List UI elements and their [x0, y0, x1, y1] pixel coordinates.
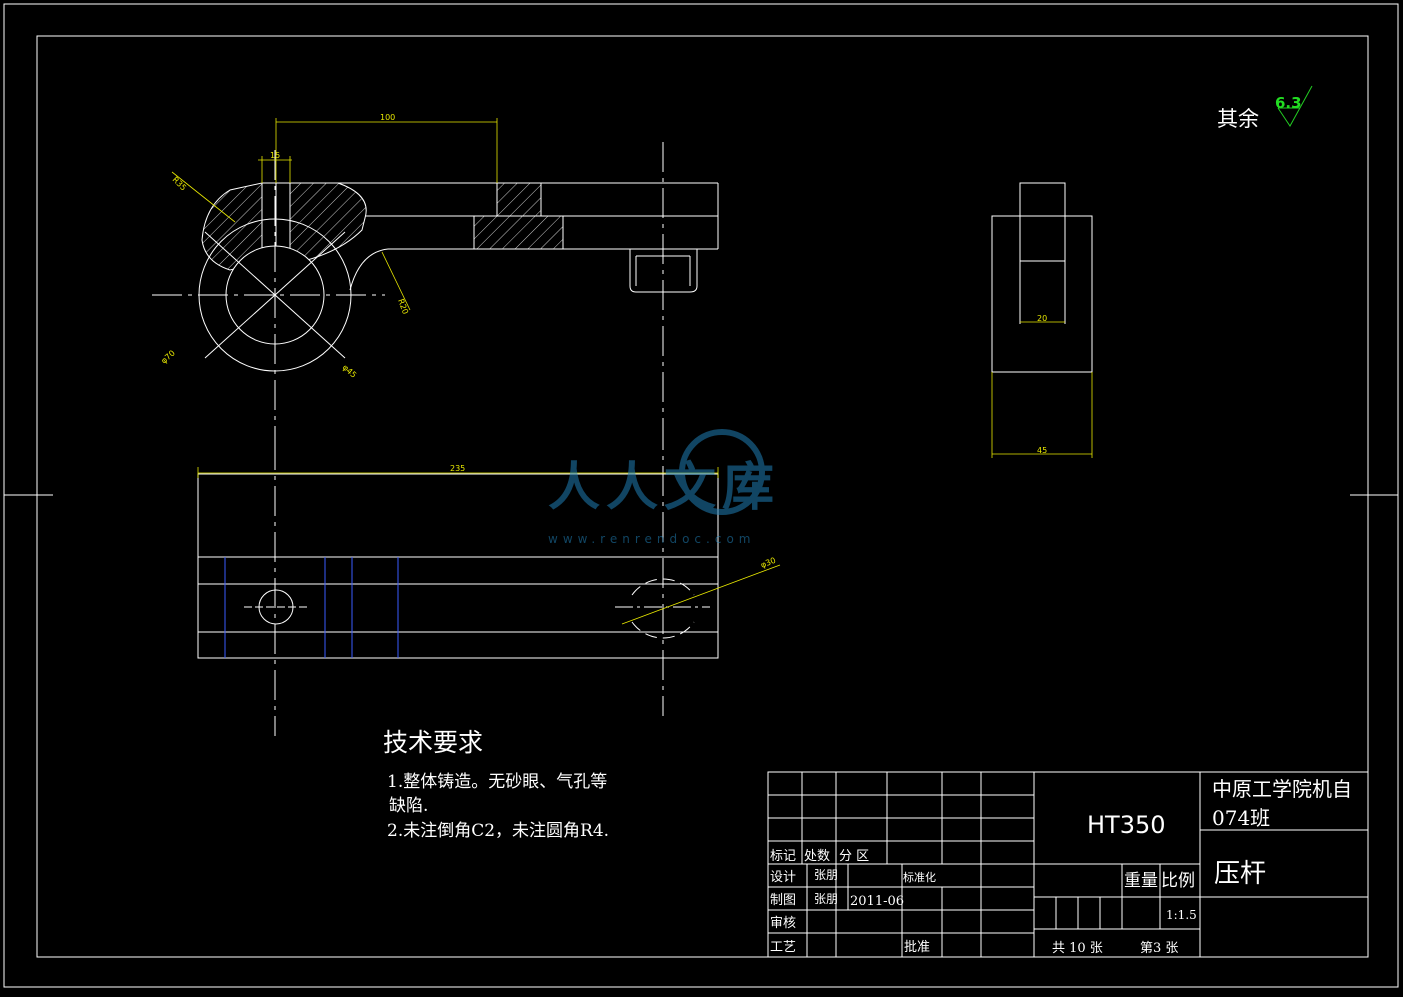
tb-label-scale: 比例	[1161, 871, 1195, 891]
roughness-value: 6.3	[1275, 94, 1302, 112]
tb-label-draw: 制图	[770, 893, 796, 908]
watermark: 人人文库 www.renrendoc.com	[548, 429, 780, 546]
dim-100: 100	[380, 113, 395, 122]
title-block	[767, 771, 1369, 958]
dim-235: 235	[450, 464, 465, 473]
tb-label-approve: 批准	[904, 940, 930, 955]
dim-15: 15	[270, 151, 280, 160]
tb-label-count: 处数	[804, 849, 830, 864]
tb-school: 中原工学院机自	[1212, 777, 1352, 801]
roughness-symbol	[1277, 85, 1313, 127]
dim-phi45: φ45	[341, 363, 359, 380]
roughness-label: 其余	[1217, 107, 1259, 131]
top-view-pin-hole	[258, 589, 294, 625]
tech-req-line1: 1.整体铸造。无砂眼、气孔等	[387, 772, 607, 792]
top-view: φ30 235	[197, 420, 781, 736]
title-block-text: 标记 处数 分 区 设计 张朋 标准化 制图 张朋 2011-06 审核 工艺 …	[770, 777, 1352, 956]
surface-roughness-note: 其余 6.3	[1217, 85, 1313, 131]
front-view: 100 15 R35 R20 φ70 φ45	[152, 113, 719, 440]
tb-label-zone: 分 区	[839, 849, 869, 864]
tech-req-title: 技术要求	[383, 728, 483, 757]
top-view-phi30-circle	[631, 578, 695, 596]
tech-requirements: 技术要求 1.整体铸造。无砂眼、气孔等 缺陷. 2.未注倒角C2，未注圆角R4.	[383, 728, 609, 841]
tb-total-sheets: 共 10 张	[1052, 941, 1103, 956]
tb-label-process: 工艺	[770, 940, 796, 955]
tb-sheet-no: 第3 张	[1140, 941, 1178, 956]
side-view-outline	[991, 215, 1093, 373]
tb-drafter: 张朋	[814, 892, 838, 906]
arm-section-upper	[496, 182, 542, 217]
side-view: 20 45	[991, 182, 1093, 458]
tb-date: 2011-06	[850, 894, 904, 909]
dim-phi70: φ70	[159, 348, 177, 365]
tb-label-mark: 标记	[770, 849, 796, 864]
tech-req-line2: 缺陷.	[389, 796, 428, 816]
tb-scale-value: 1:1.5	[1166, 908, 1197, 922]
tb-class: 074班	[1212, 806, 1270, 830]
inner-border	[36, 35, 1369, 958]
tech-req-line3: 2.未注倒角C2，未注圆角R4.	[387, 821, 609, 841]
tb-material: HT350	[1087, 811, 1166, 839]
tb-label-design: 设计	[770, 870, 796, 885]
tb-label-weight: 重量	[1124, 871, 1158, 891]
tb-part-name: 压杆	[1214, 859, 1266, 889]
dim-45: 45	[1037, 446, 1047, 455]
top-view-outline	[197, 473, 719, 659]
dim-r35: R35	[171, 175, 189, 193]
watermark-url: www.renrendoc.com	[548, 532, 755, 546]
dim-20: 20	[1037, 314, 1047, 323]
tb-designer: 张朋	[814, 868, 838, 882]
tb-label-standardize: 标准化	[903, 870, 936, 884]
dim-phi30: φ30	[759, 556, 777, 570]
tb-label-review: 审核	[770, 916, 796, 931]
arm-section-lower	[473, 215, 564, 250]
dim-r20: R20	[396, 298, 410, 316]
watermark-logo-icon	[679, 429, 765, 515]
watermark-brand: 人人文库	[548, 458, 780, 518]
